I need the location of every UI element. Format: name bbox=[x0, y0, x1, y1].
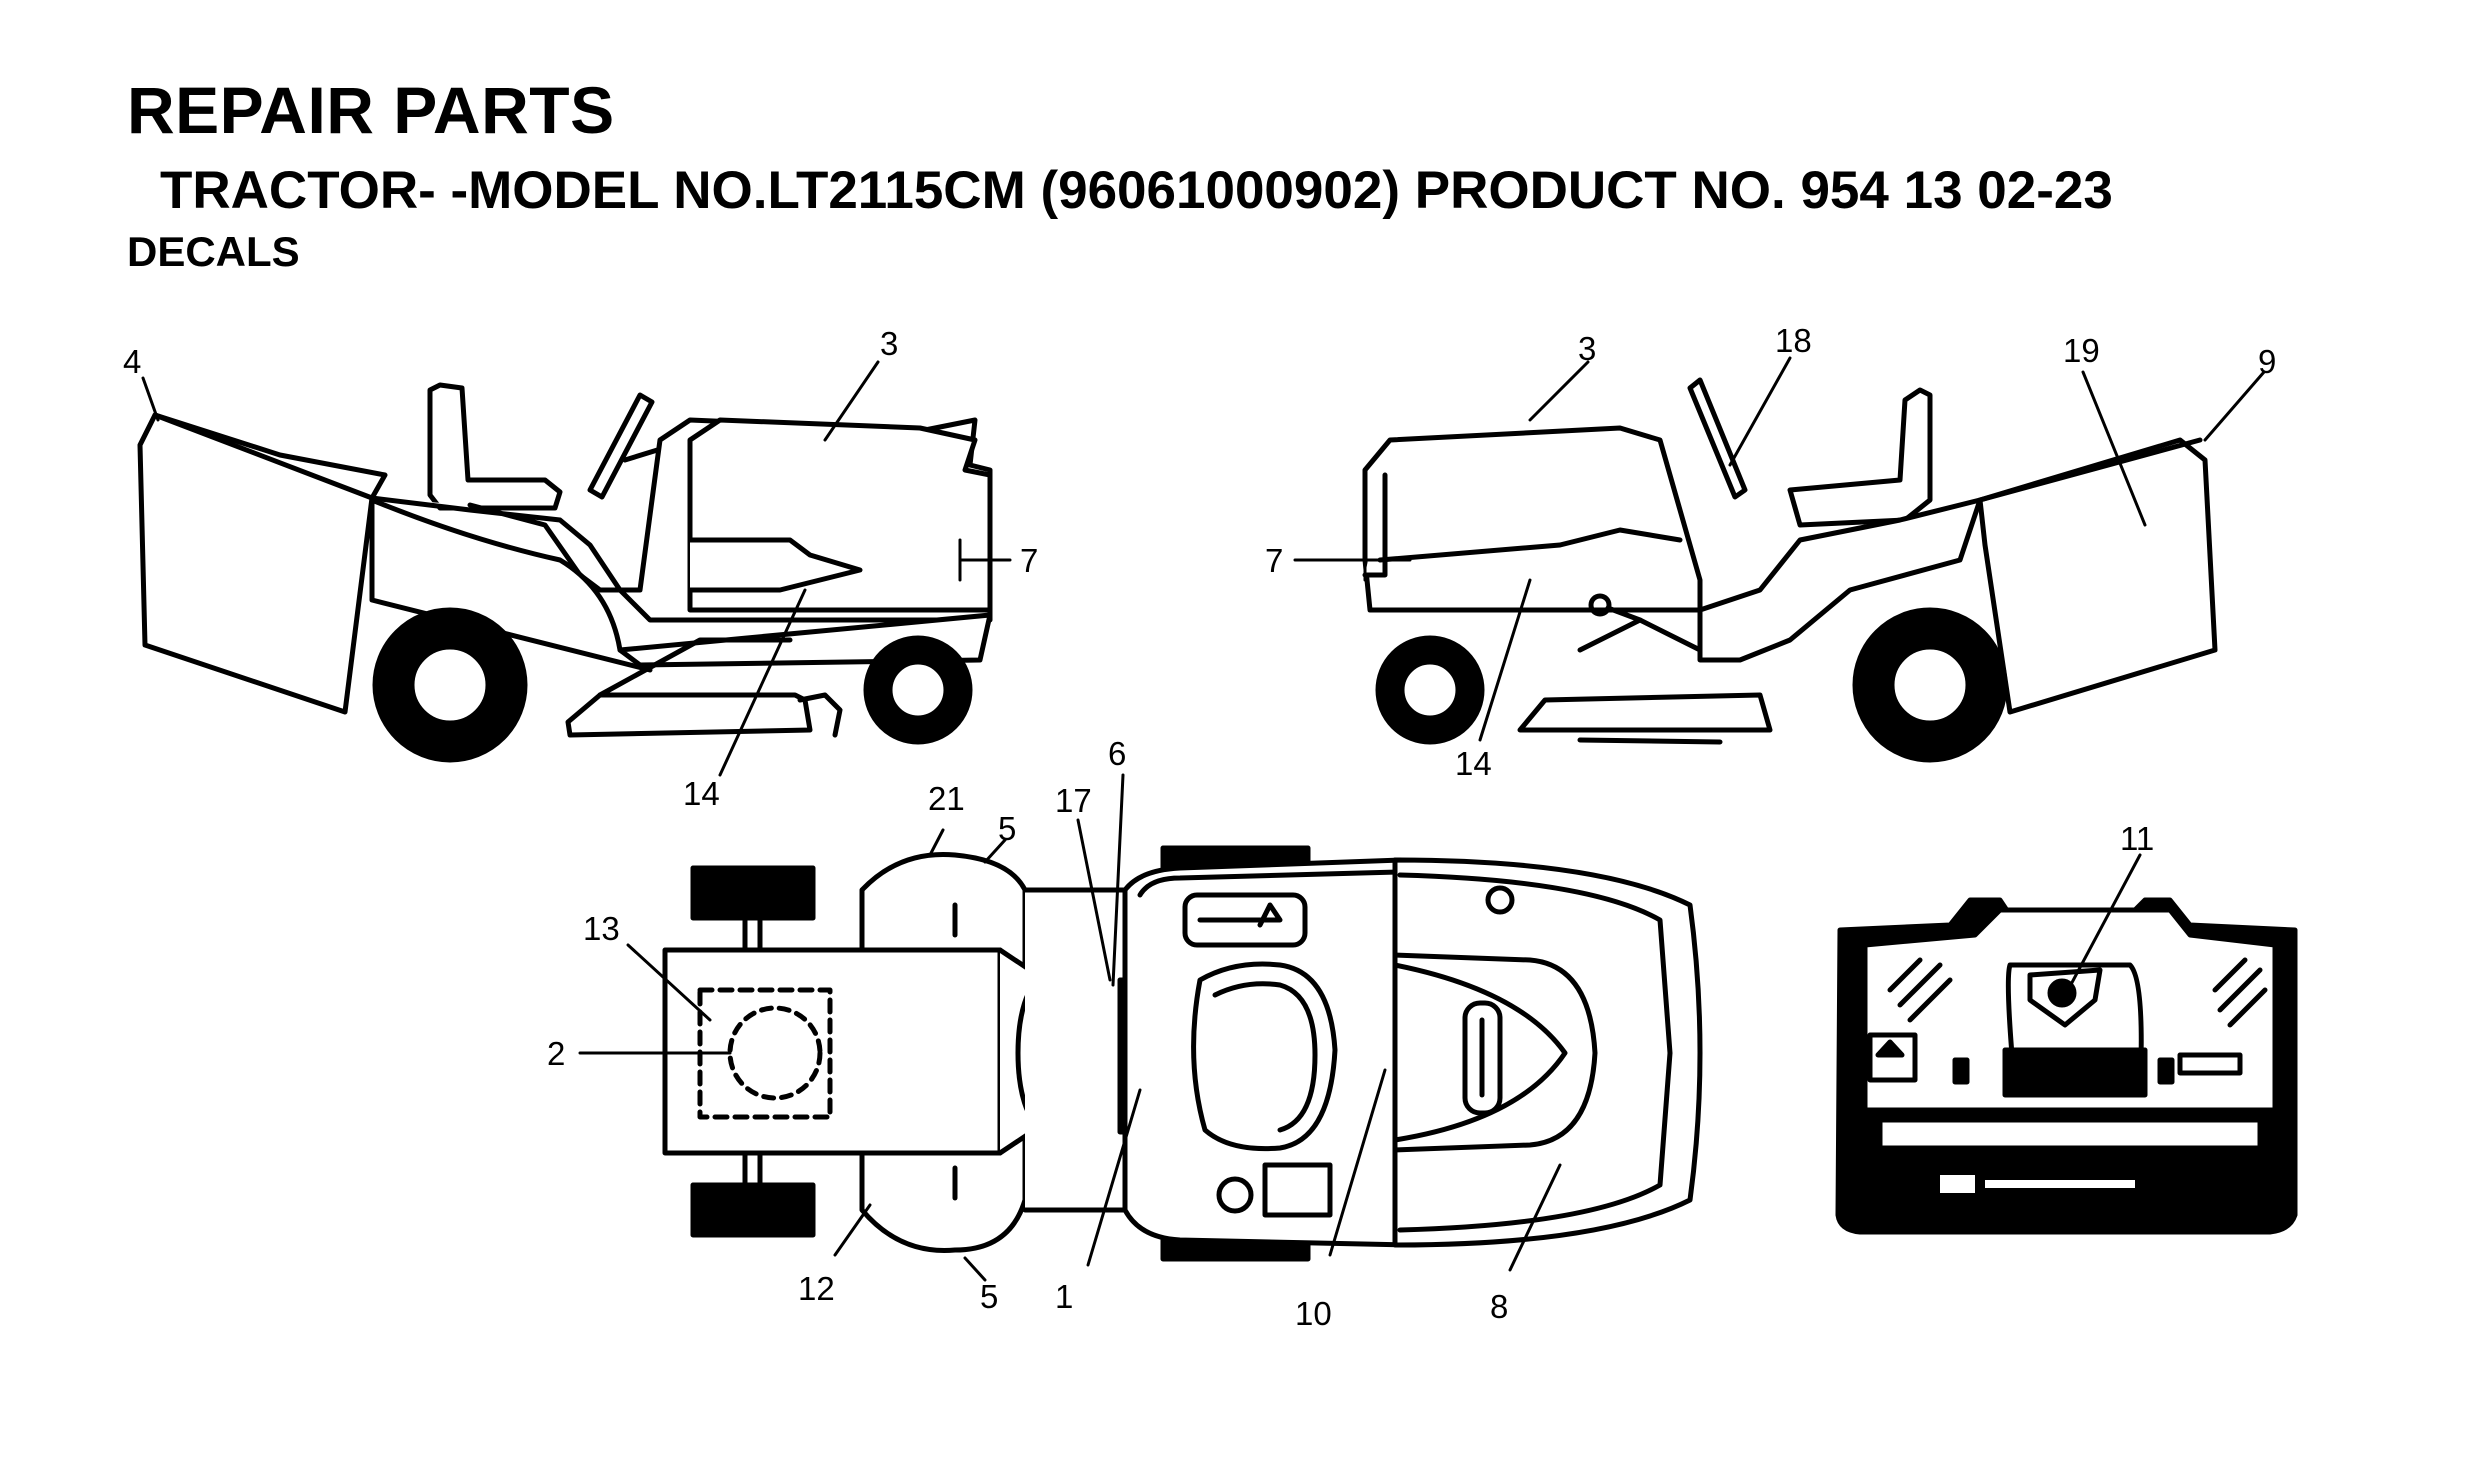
callout-top-1: 1 bbox=[1055, 1278, 1073, 1315]
hood-right bbox=[1362, 425, 1703, 613]
page-title: REPAIR PARTS bbox=[127, 73, 615, 147]
callout-leaders bbox=[141, 356, 2266, 1282]
section-heading: DECALS bbox=[127, 228, 300, 275]
callout-right-19: 19 bbox=[2063, 332, 2100, 369]
callout-top-12: 12 bbox=[798, 1270, 835, 1307]
callout-top-5a: 5 bbox=[998, 810, 1016, 847]
callout-top-17: 17 bbox=[1055, 782, 1092, 819]
callout-right-14: 14 bbox=[1455, 745, 1492, 782]
callout-top-5b: 5 bbox=[980, 1278, 998, 1315]
tractor-right-side-view bbox=[1362, 377, 2218, 763]
callout-labels: 4 3 7 14 3 18 19 9 7 14 6 21 5 17 13 2 1… bbox=[123, 322, 2276, 1332]
seat-left bbox=[427, 382, 563, 511]
steering-wheel-right bbox=[1687, 377, 1748, 500]
callout-top-8: 8 bbox=[1490, 1288, 1508, 1325]
rear-tire-top bbox=[690, 865, 816, 921]
steering-wheel-left bbox=[587, 392, 655, 500]
tractor-left-side-view bbox=[137, 382, 993, 763]
callout-rear-11: 11 bbox=[2120, 820, 2154, 857]
fender-right bbox=[1697, 497, 1983, 663]
seat-top bbox=[1191, 961, 1338, 1152]
callout-left-7: 7 bbox=[1020, 542, 1038, 579]
callout-top-21: 21 bbox=[928, 780, 965, 817]
callout-right-3: 3 bbox=[1578, 330, 1596, 367]
model-subtitle: TRACTOR- -MODEL NO.LT2115CM (96061000902… bbox=[160, 161, 2113, 220]
callout-top-6: 6 bbox=[1108, 735, 1126, 772]
tractor-rear-view bbox=[1835, 897, 2298, 1235]
callout-left-4: 4 bbox=[123, 343, 141, 380]
bag-label-circle bbox=[727, 1005, 823, 1101]
callout-left-14: 14 bbox=[683, 775, 720, 812]
tractor-top-view bbox=[662, 845, 1703, 1262]
grass-bag-right bbox=[1977, 437, 2218, 715]
callout-right-7: 7 bbox=[1265, 542, 1283, 579]
rear-tire-bottom bbox=[690, 1182, 816, 1238]
callout-top-13: 13 bbox=[583, 910, 620, 947]
seat-right bbox=[1787, 387, 1933, 528]
callout-top-2: 2 bbox=[547, 1035, 565, 1072]
mower-deck-right bbox=[1517, 692, 1773, 733]
fuel-cap-icon bbox=[1588, 593, 1612, 617]
grass-bag-left bbox=[137, 412, 388, 715]
callout-right-18: 18 bbox=[1775, 322, 1812, 359]
mower-deck-left bbox=[565, 692, 813, 738]
callout-left-3: 3 bbox=[880, 325, 898, 362]
callout-top-10: 10 bbox=[1295, 1295, 1332, 1332]
callout-right-9: 9 bbox=[2258, 343, 2276, 380]
